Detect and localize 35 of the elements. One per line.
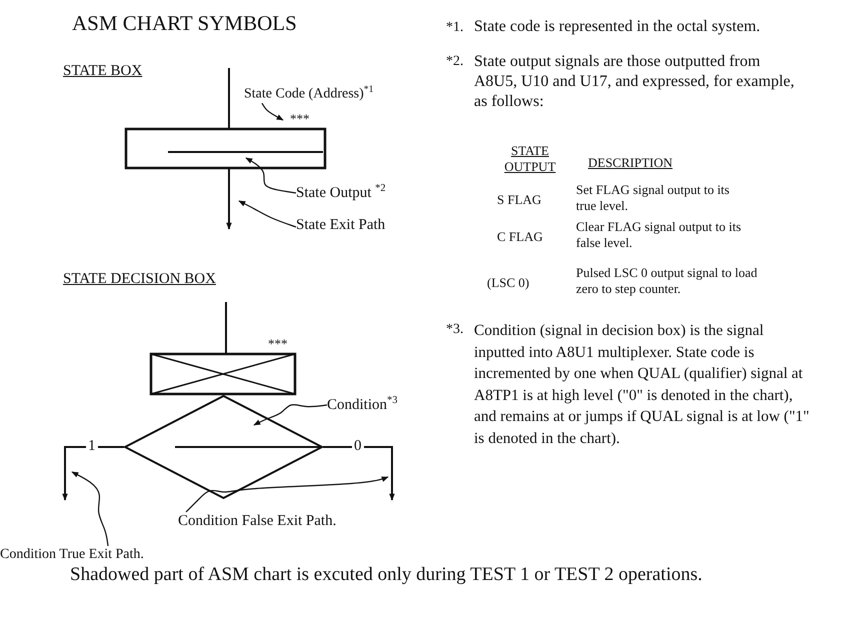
footnote-marker: *1.: [446, 19, 464, 36]
table-cell-text: Clear FLAG signal output to its false level.: [576, 219, 742, 252]
callout-text: State Code (Address)$^{*1}$: [244, 84, 374, 104]
leader-line: [238, 200, 296, 228]
table-cell-text: Pulsed LSC 0 output signal to load zero to step counter.: [576, 265, 758, 298]
footnote-marker: *2.: [446, 53, 464, 70]
leader-line: [253, 404, 328, 426]
callout-text: Condition$^{*3}$: [327, 394, 398, 415]
flow-arrow: [226, 169, 232, 230]
table-cell: (LSC 0): [487, 275, 530, 292]
table-cell: S FLAG: [497, 192, 542, 208]
footnote-text: Condition (signal in decision box) is the signal inputted into A8U1 multiplexer. State code is incremented by one when QUAL (qualifier) signal at A8TP1 is at high level ("0" is denoted in the chart), and remains at or jumps if QUAL signal is at low ("1" is denoted in the chart).: [474, 321, 810, 448]
column-header: STATE OUTPUT: [503, 143, 557, 176]
state-code-marks: ***: [290, 112, 310, 125]
footnote-marker: *3.: [446, 321, 464, 338]
leader-line: [245, 157, 296, 194]
footnote-text: State output signals are those outputted from A8U5, U10 and U17, and expressed, for example, as follows:: [474, 52, 796, 112]
note: Shadowed part of ASM chart is excuted only during TEST 1 or TEST 2 operations.: [70, 564, 704, 586]
callout-text: State Exit Path: [296, 216, 386, 235]
column-header: DESCRIPTION: [588, 155, 673, 172]
callout-text: Condition False Exit Path.: [178, 512, 336, 531]
callout-text: Condition True Exit Path.: [0, 546, 144, 564]
leader-line: [186, 476, 389, 512]
callout-text: State Output $^{*2}$: [296, 182, 386, 203]
section-heading: STATE DECISION BOX: [63, 270, 216, 289]
flow-arrow: [62, 446, 124, 501]
table-cell: C FLAG: [497, 229, 543, 246]
flow-arrow: [323, 446, 395, 501]
footnote-text: State code is represented in the octal system.: [474, 17, 762, 37]
table-cell-text: Set FLAG signal output to its true level.: [576, 182, 730, 214]
leader-line: [71, 471, 109, 546]
diagram-title: ASM CHART SYMBOLS: [72, 11, 297, 36]
section-heading: STATE BOX: [63, 62, 142, 81]
leader-line: [261, 102, 284, 121]
state-code-marks: ***: [268, 337, 288, 350]
